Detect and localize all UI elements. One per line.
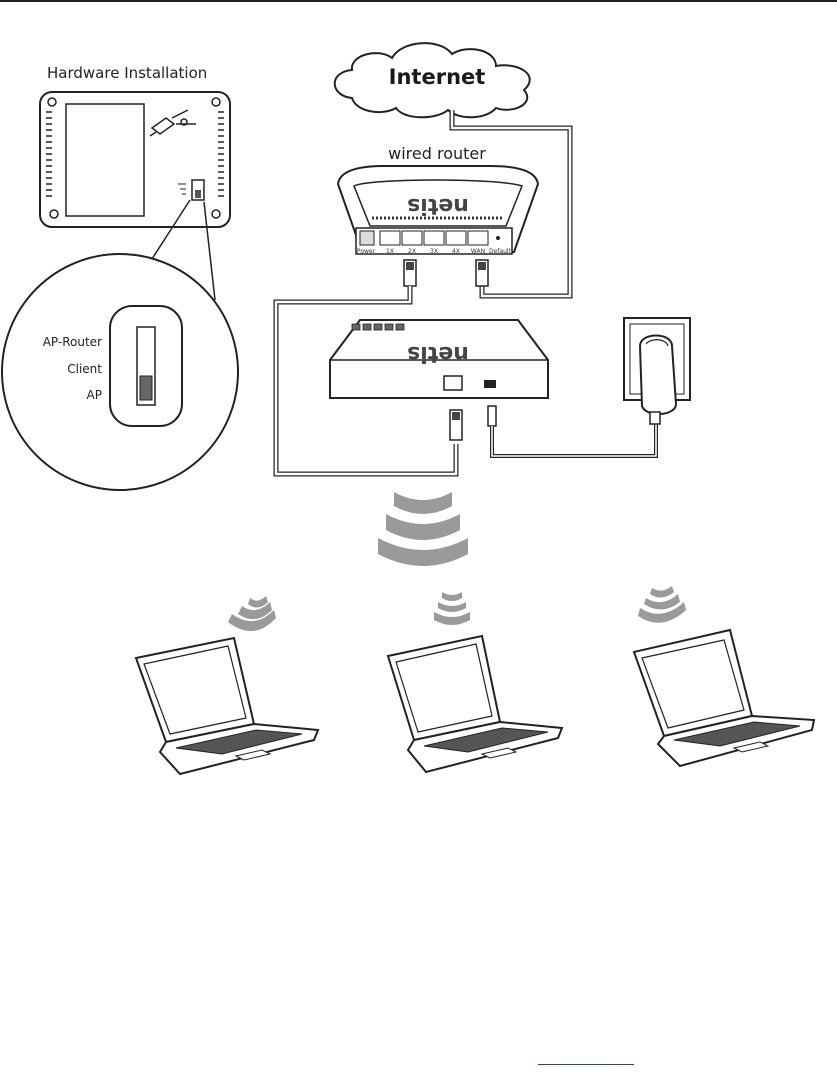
laptop-icon — [388, 636, 562, 772]
port-label-4x: 4X — [452, 248, 460, 255]
switch-zoom-callout: AP-Router Client AP — [2, 200, 238, 490]
laptop-2 — [388, 592, 562, 772]
wifi-signal-icon — [434, 592, 470, 625]
laptop-1 — [136, 596, 318, 774]
ap-brand-logo: netis — [407, 341, 469, 366]
access-point: netis — [330, 320, 548, 398]
switch-label-ap-router: AP-Router — [43, 335, 102, 349]
wifi-signal-icon — [228, 596, 276, 631]
ap-power-port — [484, 380, 496, 388]
hardware-installation-title: Hardware Installation — [47, 64, 207, 82]
router-lan-port-3 — [424, 231, 444, 245]
router-default-button — [496, 236, 500, 240]
router-lan-port-1 — [380, 231, 400, 245]
hardware-installation-panel: Hardware Installation — [2, 64, 238, 490]
laptop-3 — [634, 586, 814, 766]
router-lan-plug — [404, 260, 416, 286]
switch-slider — [140, 376, 152, 400]
router-wan-plug — [476, 260, 488, 286]
port-label-1x: 1X — [386, 248, 394, 255]
power-adapter — [624, 318, 690, 424]
laptop-icon — [634, 630, 814, 766]
router-brand-logo: netis — [407, 193, 469, 218]
switch-label-ap: AP — [87, 388, 102, 402]
wired-router-label: wired router — [388, 144, 486, 163]
router-lan-port-4 — [446, 231, 466, 245]
power-cable — [492, 420, 656, 456]
footer-link-underline[interactable] — [538, 1050, 634, 1065]
port-label-power: Power — [357, 248, 376, 255]
device-back-panel — [40, 92, 230, 227]
ap-ethernet-plug — [450, 410, 462, 440]
wifi-signal-icon — [378, 492, 468, 566]
port-label-3x: 3X — [430, 248, 438, 255]
port-label-2x: 2X — [408, 248, 416, 255]
router-lan-port-2 — [402, 231, 422, 245]
port-label-default: Default — [489, 248, 512, 255]
internet-label: Internet — [389, 65, 486, 89]
router-power-port — [360, 231, 374, 245]
wifi-signal-icon — [638, 586, 686, 623]
port-label-wan: WAN — [471, 248, 485, 255]
wired-router: wired router netis Power 1X 2X 3X 4X WAN… — [338, 144, 538, 255]
top-rule — [0, 0, 837, 2]
ap-power-plug — [488, 406, 496, 426]
laptop-icon — [136, 638, 318, 774]
ap-ethernet-port — [444, 376, 462, 390]
switch-label-client: Client — [67, 362, 102, 376]
internet-cloud: Internet — [335, 43, 530, 117]
router-wan-port — [468, 231, 488, 245]
